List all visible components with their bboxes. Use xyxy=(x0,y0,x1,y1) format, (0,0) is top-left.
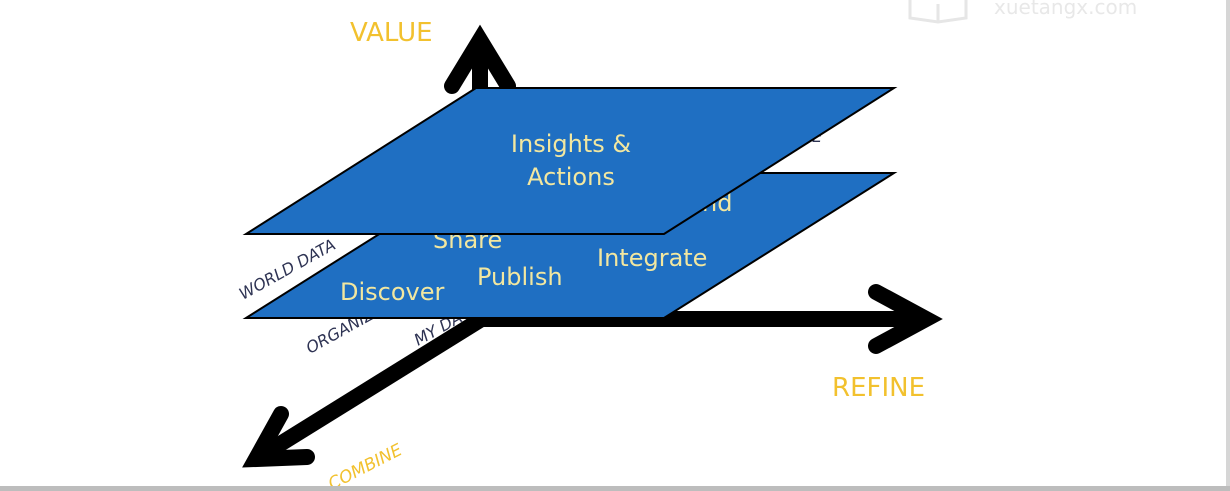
publish-label: Publish xyxy=(477,263,563,291)
actions-label: Actions xyxy=(527,163,615,191)
refine-axis-label: REFINE xyxy=(832,373,925,403)
combine-axis-label: COMBINE xyxy=(325,440,406,491)
watermark: xuetangx.com xyxy=(908,0,1137,24)
right-edge-border xyxy=(1226,0,1230,491)
discover-label: Discover xyxy=(340,278,445,306)
watermark-text: xuetangx.com xyxy=(994,0,1137,19)
book-logo-icon xyxy=(908,0,968,24)
integrate-label: Integrate xyxy=(597,244,707,272)
top-plane: E Insights & Actions xyxy=(242,87,898,235)
insights-label: Insights & xyxy=(511,130,631,158)
bottom-scroll-border xyxy=(0,486,1230,491)
value-axis-label: VALUE xyxy=(350,18,433,48)
combine-axis xyxy=(242,313,485,468)
bottom-plane: Discover Share Publish Integrate nd xyxy=(242,172,898,319)
